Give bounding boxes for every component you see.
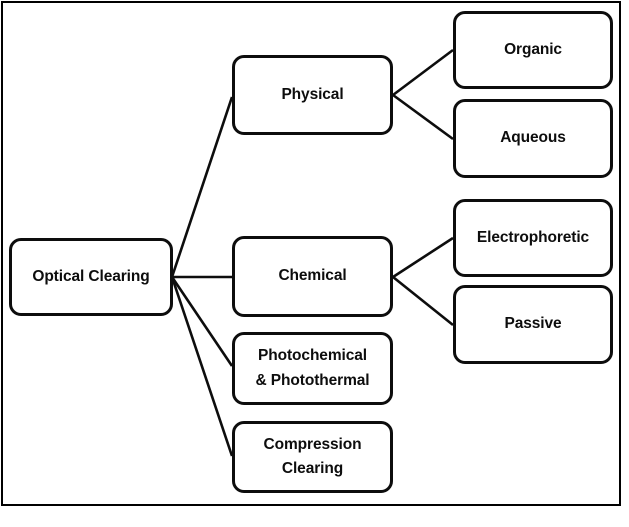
node-chemical[interactable]: Chemical bbox=[232, 236, 393, 317]
node-optical-clearing[interactable]: Optical Clearing bbox=[9, 238, 173, 316]
node-passive[interactable]: Passive bbox=[453, 285, 613, 364]
node-physical-label: Physical bbox=[281, 85, 344, 103]
node-compression-clearing[interactable]: Compression Clearing bbox=[232, 421, 393, 493]
node-electrophoretic[interactable]: Electrophoretic bbox=[453, 199, 613, 277]
node-aqueous-label: Aqueous bbox=[500, 129, 566, 147]
node-physical[interactable]: Physical bbox=[232, 55, 393, 135]
node-organic-label: Organic bbox=[504, 40, 562, 58]
node-chemical-label: Chemical bbox=[278, 267, 347, 285]
node-optical-clearing-label: Optical Clearing bbox=[32, 267, 150, 285]
node-aqueous[interactable]: Aqueous bbox=[453, 99, 613, 178]
node-electrophoretic-label: Electrophoretic bbox=[476, 228, 590, 246]
node-photochemical-photothermal[interactable]: Photochemical & Photothermal bbox=[232, 332, 393, 405]
node-organic[interactable]: Organic bbox=[453, 11, 613, 89]
node-compression-clearing-label: Compression Clearing bbox=[263, 435, 362, 477]
node-photochemical-photothermal-label: Photochemical & Photothermal bbox=[255, 347, 370, 389]
node-passive-label: Passive bbox=[504, 315, 562, 333]
